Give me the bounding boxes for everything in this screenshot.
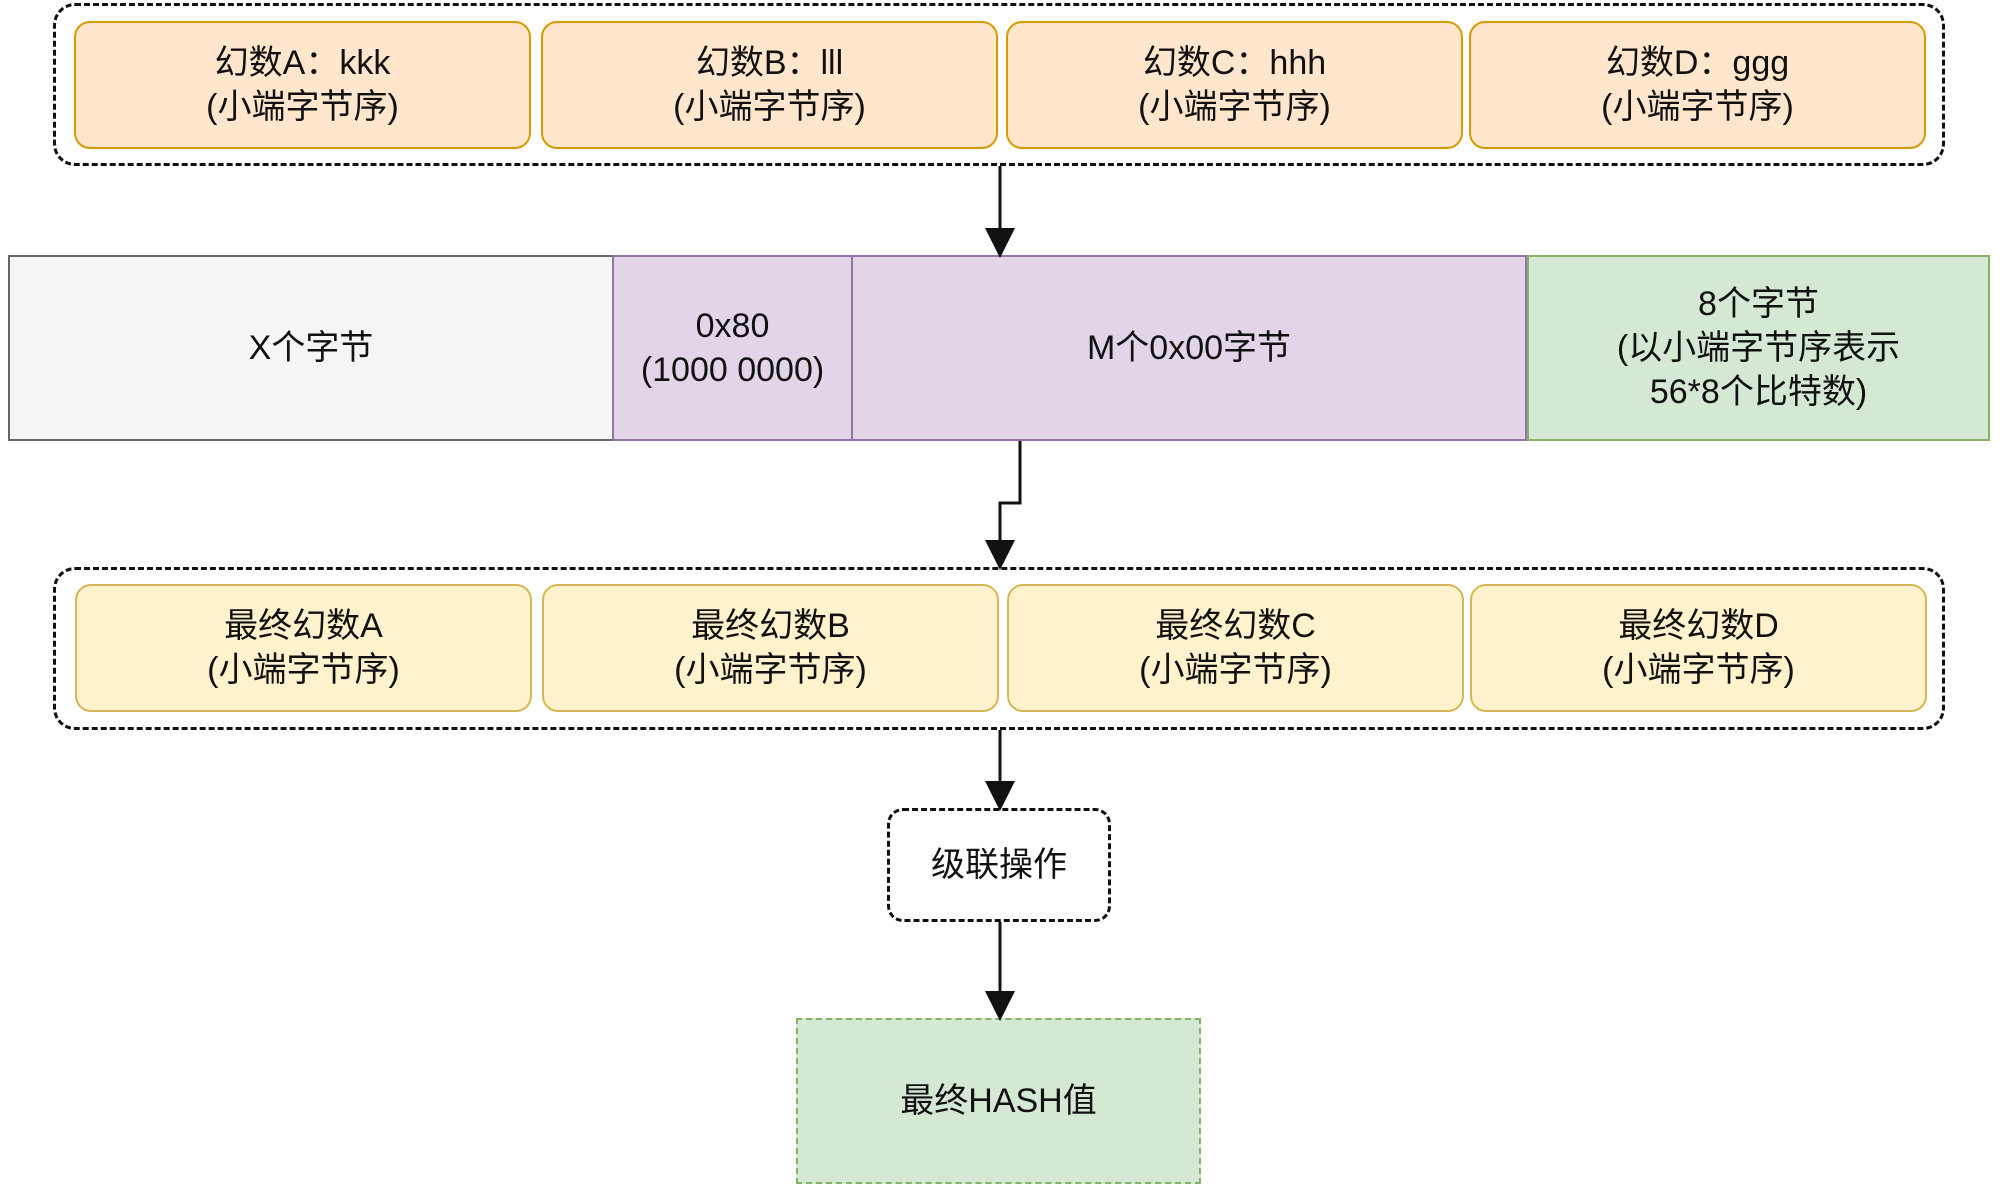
magic-d-note: (小端字节序) (1601, 88, 1794, 126)
pad-byte-hex: 0x80 (695, 307, 770, 345)
zero-padding-segment: M个0x00字节 (851, 255, 1527, 441)
final-magic-c-title: 最终幻数C (1155, 607, 1316, 645)
magic-b-note: (小端字节序) (673, 88, 866, 126)
magic-a-box: 幻数A：kkk (小端字节序) (74, 21, 531, 149)
magic-c-box: 幻数C：hhh (小端字节序) (1006, 21, 1463, 149)
final-hash-box: 最终HASH值 (796, 1018, 1201, 1184)
data-bytes-segment: X个字节 (8, 255, 614, 441)
magic-d-title: 幻数D：ggg (1605, 44, 1790, 82)
concat-step-label: 级联操作 (931, 846, 1067, 884)
final-magic-d-title: 最终幻数D (1618, 607, 1779, 645)
final-magic-a-note: (小端字节序) (207, 651, 400, 689)
magic-a-note: (小端字节序) (206, 88, 399, 126)
length-line-3: 56*8个比特数) (1649, 373, 1868, 411)
length-segment: 8个字节 (以小端字节序表示 56*8个比特数) (1527, 255, 1990, 441)
final-magic-a-title: 最终幻数A (224, 607, 383, 645)
final-magic-b-title: 最终幻数B (691, 607, 850, 645)
pad-byte-segment: 0x80 (1000 0000) (612, 255, 853, 441)
final-hash-label: 最终HASH值 (900, 1082, 1097, 1120)
data-bytes-label: X个字节 (248, 329, 374, 367)
length-line-1: 8个字节 (1698, 285, 1819, 323)
initial-magic-group (53, 3, 1945, 166)
final-magic-c-note: (小端字节序) (1139, 651, 1332, 689)
final-magic-c-box: 最终幻数C (小端字节序) (1007, 584, 1464, 712)
zero-padding-label: M个0x00字节 (1086, 329, 1292, 367)
final-magic-b-box: 最终幻数B (小端字节序) (542, 584, 999, 712)
magic-b-box: 幻数B：lll (小端字节序) (541, 21, 998, 149)
magic-b-title: 幻数B：lll (695, 44, 844, 82)
pad-byte-binary: (1000 0000) (640, 351, 825, 389)
magic-d-box: 幻数D：ggg (小端字节序) (1469, 21, 1926, 149)
final-magic-d-note: (小端字节序) (1602, 651, 1795, 689)
magic-a-title: 幻数A：kkk (214, 44, 391, 82)
final-magic-a-box: 最终幻数A (小端字节序) (75, 584, 532, 712)
magic-c-note: (小端字节序) (1138, 88, 1331, 126)
final-magic-d-box: 最终幻数D (小端字节序) (1470, 584, 1927, 712)
magic-c-title: 幻数C：hhh (1142, 44, 1327, 82)
arrow-block-to-final (985, 441, 1022, 570)
final-magic-b-note: (小端字节序) (674, 651, 867, 689)
length-line-2: (以小端字节序表示 (1616, 329, 1901, 367)
